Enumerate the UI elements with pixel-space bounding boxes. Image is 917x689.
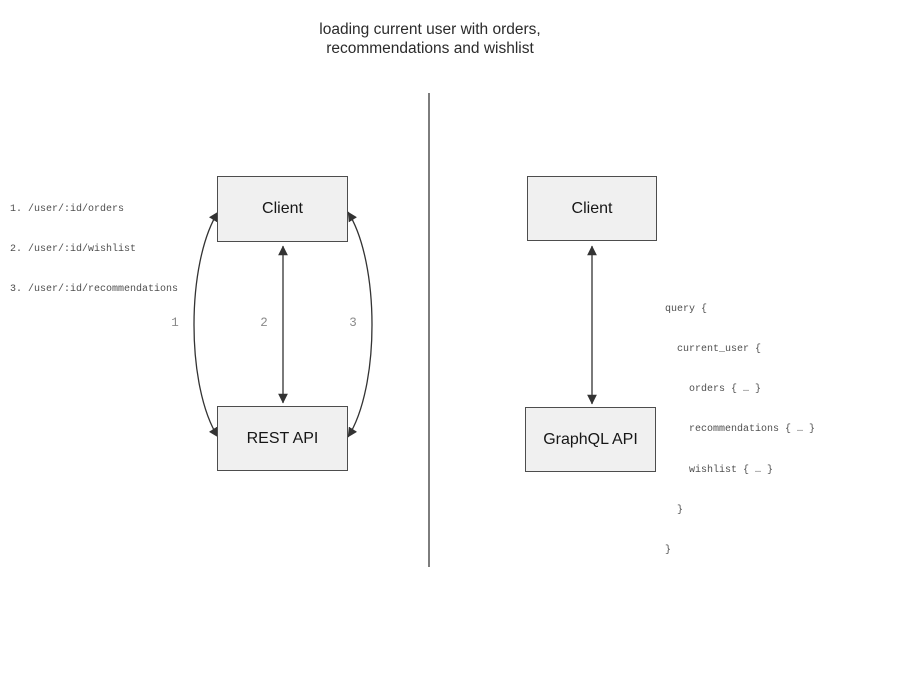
query-line-6: } bbox=[665, 504, 684, 516]
query-line-4: recommendations { … } bbox=[665, 424, 816, 436]
diagram-title-line2: recommendations and wishlist bbox=[326, 40, 534, 57]
rest-client-label: Client bbox=[262, 200, 303, 217]
graphql-client-node: Client bbox=[527, 176, 657, 241]
rest-arrow-label-1: 1 bbox=[171, 316, 179, 330]
graphql-client-label: Client bbox=[571, 199, 613, 217]
diagram-title: loading current user with orders, recomm… bbox=[230, 20, 630, 58]
rest-arrow-1-curved bbox=[193, 211, 219, 438]
rest-arrow-3-curved bbox=[347, 211, 373, 438]
rest-endpoint-wishlist: 2. /user/:id/wishlist bbox=[10, 244, 137, 256]
rest-endpoint-list: 1. /user/:id/orders 2. /user/:id/wishlis… bbox=[10, 176, 178, 323]
rest-client-node: Client bbox=[217, 176, 348, 242]
query-line-7: } bbox=[665, 545, 672, 557]
graphql-api-label: GraphQL API bbox=[543, 430, 638, 448]
rest-endpoint-orders: 1. /user/:id/orders bbox=[10, 203, 125, 215]
graphql-api-node: GraphQL API bbox=[525, 407, 656, 472]
rest-arrow-label-2: 2 bbox=[260, 316, 268, 330]
query-line-2: current_user { bbox=[665, 344, 762, 356]
rest-endpoint-recommendations: 3. /user/:id/recommendations bbox=[10, 284, 179, 296]
rest-api-label: REST API bbox=[246, 429, 319, 447]
graphql-query-snippet: query { current_user { orders { … } reco… bbox=[665, 276, 815, 584]
query-line-5: wishlist { … } bbox=[665, 464, 774, 476]
diagram-title-line1: loading current user with orders, bbox=[319, 21, 541, 38]
query-line-1: query { bbox=[665, 303, 708, 315]
query-line-3: orders { … } bbox=[665, 384, 762, 396]
rest-arrow-label-3: 3 bbox=[349, 316, 357, 330]
rest-api-node: REST API bbox=[217, 406, 348, 471]
